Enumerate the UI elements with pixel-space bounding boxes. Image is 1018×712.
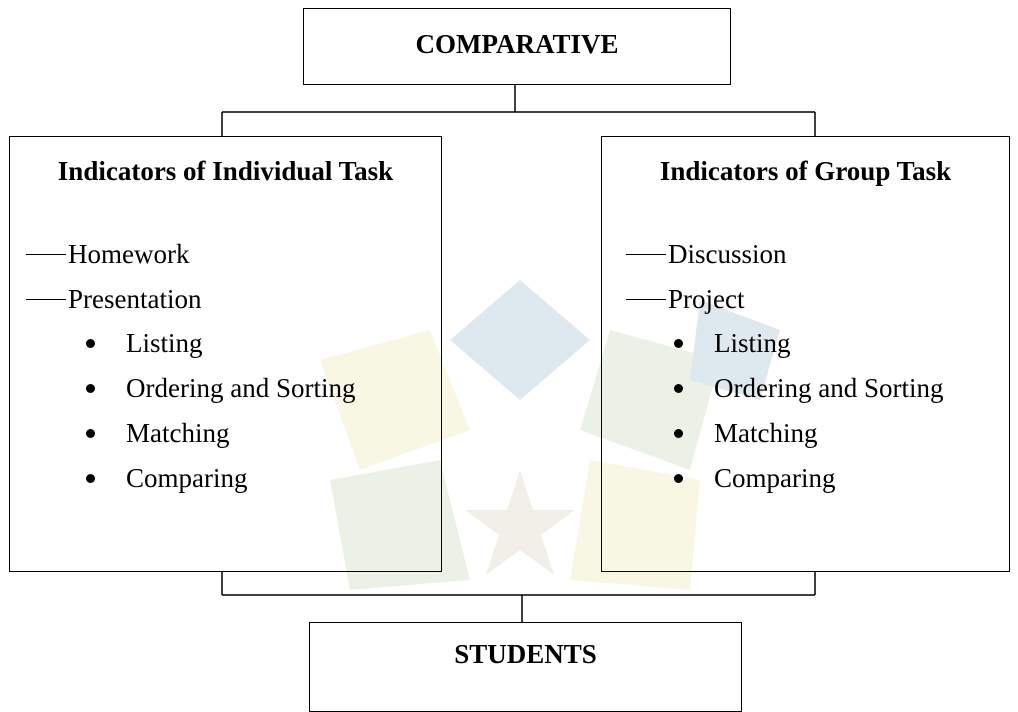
individual-bullet-label: Matching xyxy=(126,418,230,448)
group-dash-label: Project xyxy=(668,284,745,314)
comparative-title: COMPARATIVE xyxy=(415,29,619,59)
group-dash-item: Discussion xyxy=(626,239,787,269)
group-bullet-label: Ordering and Sorting xyxy=(714,373,944,403)
connector-lines xyxy=(221,85,816,622)
bullet-icon xyxy=(86,474,95,483)
students-title: STUDENTS xyxy=(454,639,597,669)
individual-task-box: Indicators of Individual Task Homework P… xyxy=(9,136,442,572)
dash-icon xyxy=(626,254,666,256)
group-dash-item: Project xyxy=(626,284,744,314)
group-bullet-label: Listing xyxy=(714,328,791,358)
group-task-heading: Indicators of Group Task xyxy=(659,156,952,186)
bullet-icon xyxy=(674,429,683,438)
bullet-icon xyxy=(86,384,95,393)
group-bullet-label: Comparing xyxy=(714,463,836,493)
individual-dash-item: Homework xyxy=(26,239,189,269)
bullet-icon xyxy=(674,384,683,393)
individual-bullet-label: Ordering and Sorting xyxy=(126,373,356,403)
dash-icon xyxy=(626,299,666,301)
dash-icon xyxy=(26,299,66,301)
bullet-icon xyxy=(674,339,683,348)
individual-bullet-label: Comparing xyxy=(126,463,248,493)
group-task-box: Indicators of Group Task Discussion Proj… xyxy=(601,136,1010,572)
comparative-box: COMPARATIVE xyxy=(303,8,731,85)
individual-dash-label: Homework xyxy=(68,239,190,269)
individual-dash-item: Presentation xyxy=(26,284,201,314)
individual-dash-label: Presentation xyxy=(68,284,202,314)
individual-bullet-label: Listing xyxy=(126,328,203,358)
group-bullet-label: Matching xyxy=(714,418,818,448)
students-box: STUDENTS xyxy=(309,622,742,712)
group-dash-label: Discussion xyxy=(668,239,787,269)
individual-task-heading: Indicators of Individual Task xyxy=(57,156,394,186)
dash-icon xyxy=(26,254,66,256)
bullet-icon xyxy=(674,474,683,483)
bullet-icon xyxy=(86,339,95,348)
bullet-icon xyxy=(86,429,95,438)
